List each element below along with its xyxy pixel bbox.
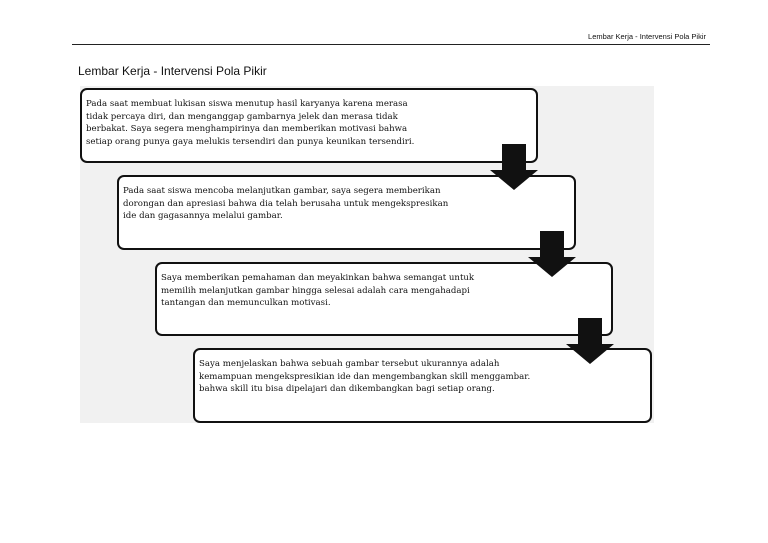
flow-step-3-line-1: Saya memberikan pemahaman dan meyakinkan… (161, 273, 475, 283)
flow-step-1-line-4: setiap orang punya gaya melukis tersendi… (86, 136, 415, 147)
flow-step-1-line-1: Pada saat membuat lukisan siswa menutup … (86, 99, 408, 109)
header-divider (72, 44, 710, 45)
flow-step-3-line-3: tantangan dan memunculkan motivasi. (161, 298, 331, 309)
page-title: Lembar Kerja - Intervensi Pola Pikir (78, 64, 267, 78)
flow-step-3: Saya memberikan pemahaman dan meyakinkan… (155, 262, 613, 336)
flow-step-1-text: Pada saat membuat lukisan siswa menutup … (86, 98, 530, 148)
flow-step-4-text: Saya menjelaskan bahwa sebuah gambar ter… (199, 358, 644, 396)
running-header: Lembar Kerja - Intervensi Pola Pikir (588, 32, 706, 41)
down-arrow-icon (528, 231, 576, 277)
down-arrow-icon (490, 144, 538, 190)
flow-step-2-text: Pada saat siswa mencoba melanjutkan gamb… (123, 185, 568, 223)
flow-step-4-line-2: kemampuan mengekspresikian ide dan menge… (199, 371, 531, 382)
flow-step-2-line-1: Pada saat siswa mencoba melanjutkan gamb… (123, 186, 441, 196)
down-arrow-icon (566, 318, 614, 364)
flow-step-3-line-2: memilih melanjutkan gambar hingga selesa… (161, 285, 470, 296)
flow-step-4-line-3: bahwa skill itu bisa dipelajari dan dike… (199, 384, 495, 395)
flow-step-3-text: Saya memberikan pemahaman dan meyakinkan… (161, 272, 605, 310)
flow-step-4-line-1: Saya menjelaskan bahwa sebuah gambar ter… (199, 359, 500, 369)
flow-step-1: Pada saat membuat lukisan siswa menutup … (80, 88, 538, 163)
flow-step-2-line-3: ide dan gagasannya melalui gambar. (123, 211, 283, 222)
flow-step-2: Pada saat siswa mencoba melanjutkan gamb… (117, 175, 576, 250)
flow-step-1-line-2: tidak percaya diri, dan menganggap gamba… (86, 111, 398, 122)
flow-step-4: Saya menjelaskan bahwa sebuah gambar ter… (193, 348, 652, 423)
flow-step-2-line-2: dorongan dan apresiasi bahwa dia telah b… (123, 198, 449, 209)
flow-step-1-line-3: berbakat. Saya segera menghampirinya dan… (86, 124, 408, 135)
